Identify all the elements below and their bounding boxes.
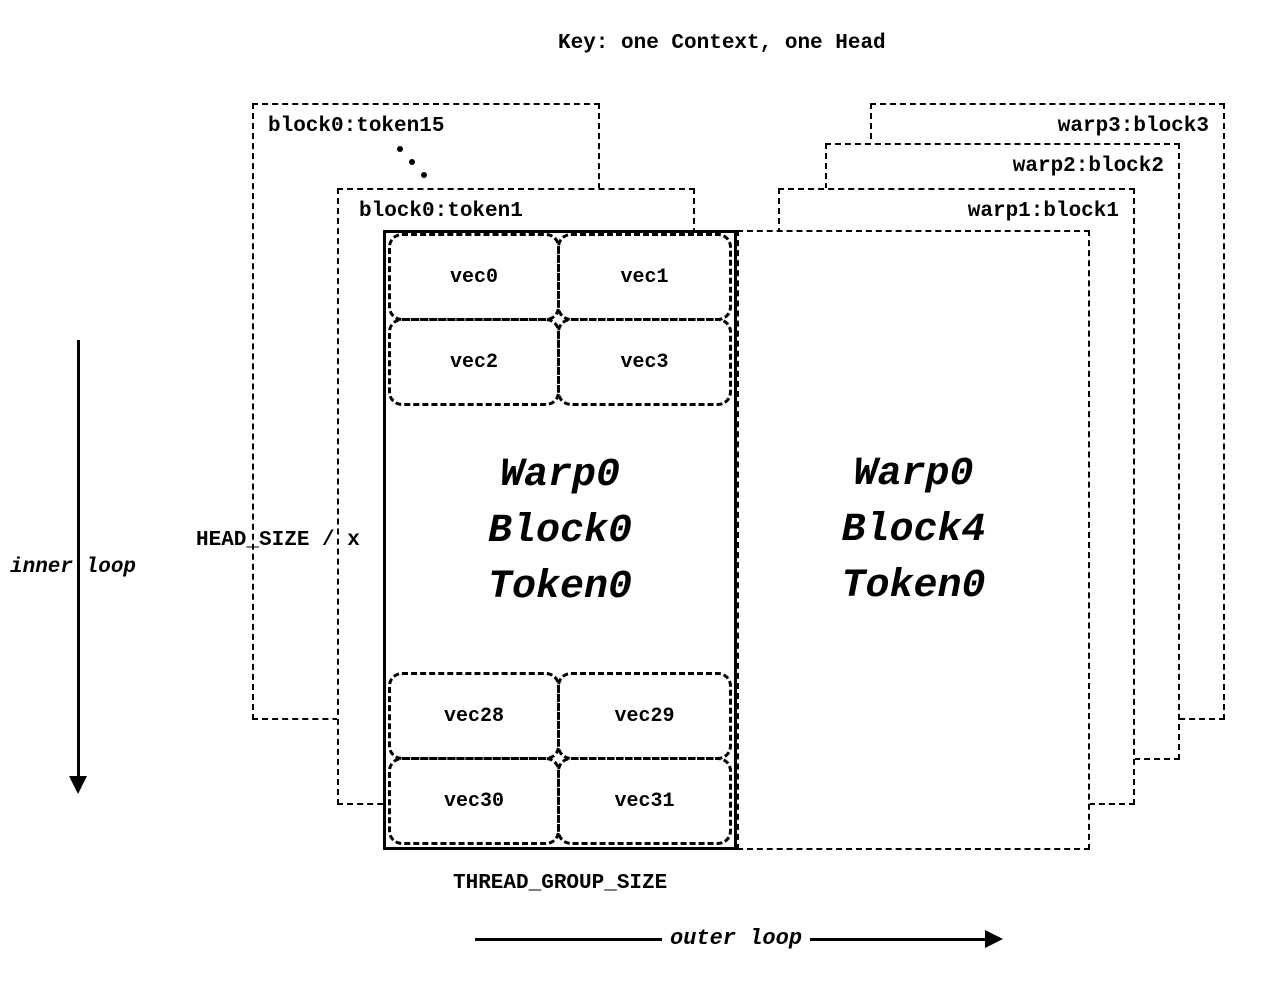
warp3-label: warp3:block3 xyxy=(1057,115,1209,138)
vec-label: vec1 xyxy=(620,265,669,289)
inner-loop-arrow-line xyxy=(77,340,80,778)
head-size-label: HEAD_SIZE / x xyxy=(196,529,360,552)
ellipsis-dot xyxy=(409,159,415,165)
vec-label: vec28 xyxy=(443,704,504,728)
vec-label: vec31 xyxy=(614,789,675,813)
diagram-title: Key: one Context, one Head xyxy=(558,32,886,55)
vec-cell: vec28 xyxy=(388,672,560,760)
token15-label: block0:token15 xyxy=(268,115,445,138)
block0-line: Warp0 xyxy=(499,453,621,498)
vec-label: vec3 xyxy=(620,350,669,374)
block4-line: Token0 xyxy=(841,564,986,609)
thread-group-size-label: THREAD_GROUP_SIZE xyxy=(453,872,668,895)
vec-cell: vec3 xyxy=(557,318,732,406)
block4-line: Warp0 xyxy=(853,452,974,497)
arrowhead-right-icon xyxy=(985,930,1003,948)
block4-line: Block4 xyxy=(841,508,986,553)
vec-cell: vec30 xyxy=(388,757,560,845)
block0-line: Token0 xyxy=(487,565,633,610)
vec-label: vec2 xyxy=(449,350,498,374)
vec-cell: vec1 xyxy=(557,233,732,321)
vec-cell: vec0 xyxy=(388,233,560,321)
warp2-label: warp2:block2 xyxy=(1012,155,1164,178)
block0-line: Block0 xyxy=(487,509,633,554)
vec-cell: vec2 xyxy=(388,318,560,406)
block4-box: Warp0 Block4 Token0 xyxy=(737,230,1090,850)
inner-loop-label: inner loop xyxy=(10,556,137,579)
ellipsis-dot xyxy=(397,146,403,152)
vec-cell: vec29 xyxy=(557,672,732,760)
vec-cell: vec31 xyxy=(557,757,732,845)
vec-label: vec30 xyxy=(443,789,504,813)
block0-text: Warp0 Block0 Token0 xyxy=(386,448,734,616)
vec-label: vec0 xyxy=(449,265,498,289)
outer-loop-label: outer loop xyxy=(662,926,811,951)
arrowhead-down-icon xyxy=(69,776,87,794)
vec-label: vec29 xyxy=(614,704,675,728)
ellipsis-dot xyxy=(421,172,427,178)
warp1-label: warp1:block1 xyxy=(967,200,1119,223)
token1-label: block0:token1 xyxy=(359,200,523,223)
block4-text: Warp0 Block4 Token0 xyxy=(739,447,1088,615)
block0-box: vec0 vec1 vec2 vec3 Warp0 Block0 Token0 … xyxy=(383,230,737,850)
